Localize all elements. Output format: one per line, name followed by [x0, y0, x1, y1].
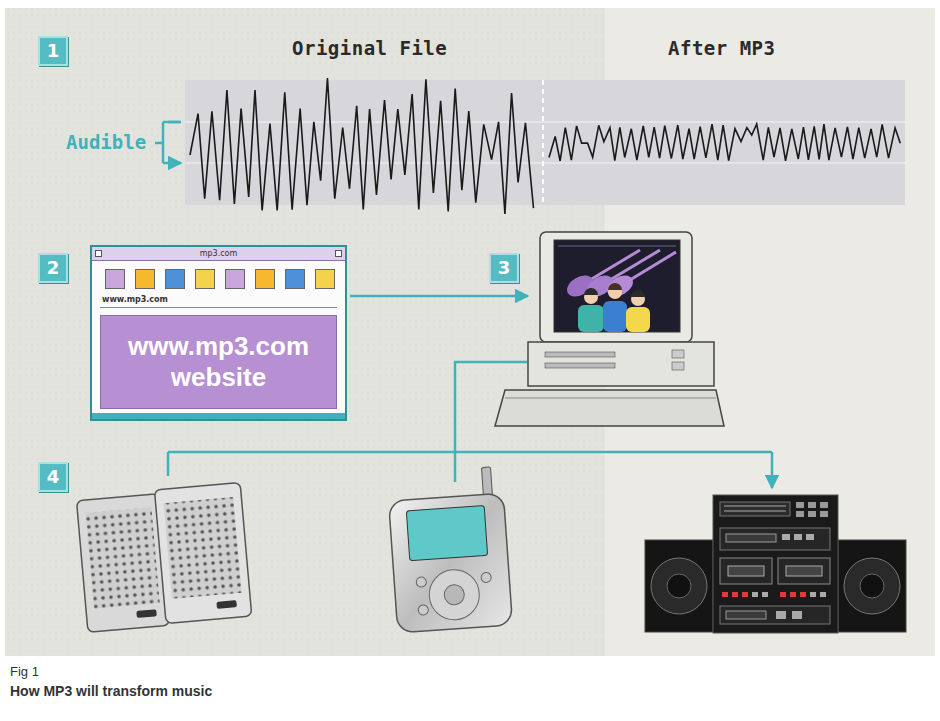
callout-number: 3 — [489, 253, 519, 283]
output-line — [168, 451, 772, 454]
window-button — [95, 250, 102, 257]
stereo — [645, 495, 906, 633]
address-text: www.mp3.com — [102, 295, 168, 304]
callout-number: 1 — [38, 36, 68, 66]
window-title: mp3.com — [92, 247, 345, 261]
title-bar: mp3.com — [92, 247, 345, 261]
waveform — [549, 124, 900, 161]
window-button — [335, 250, 342, 257]
callout-number: 4 — [38, 462, 68, 492]
callout-number: 2 — [38, 253, 68, 283]
column-heading: After MP3 — [668, 37, 775, 59]
menu-tile — [225, 269, 245, 289]
waveform-band — [185, 80, 905, 205]
audible-limit — [185, 121, 905, 122]
menu-tile — [315, 269, 335, 289]
menu-tile — [105, 269, 125, 289]
speakers — [76, 482, 251, 632]
audible-limit — [185, 162, 905, 163]
menu-tile — [165, 269, 185, 289]
status-bar — [92, 413, 345, 419]
download-arrow — [350, 295, 528, 298]
bracket — [155, 122, 180, 163]
site-banner: www.mp3.com website — [107, 331, 330, 393]
mp3-player — [387, 466, 513, 633]
menu-tile — [255, 269, 275, 289]
output-arrow — [168, 452, 772, 488]
menu-tile — [195, 269, 215, 289]
divider — [542, 80, 544, 205]
bracket-arrow — [168, 122, 181, 163]
menu-tile — [135, 269, 155, 289]
waveforms — [190, 78, 900, 214]
waveform — [190, 78, 533, 214]
audible-label: Audible — [66, 131, 146, 153]
menu-tile — [285, 269, 305, 289]
content-panel: www.mp3.com website — [100, 315, 337, 409]
caption: How MP3 will transform music — [10, 683, 212, 699]
address-rule — [100, 307, 337, 308]
browser-window: mp3.com www.mp3.com www.mp3.com website — [90, 245, 347, 421]
computer — [495, 232, 724, 426]
column-heading: Original File — [292, 37, 447, 59]
figure-number: Fig 1 — [10, 664, 39, 679]
